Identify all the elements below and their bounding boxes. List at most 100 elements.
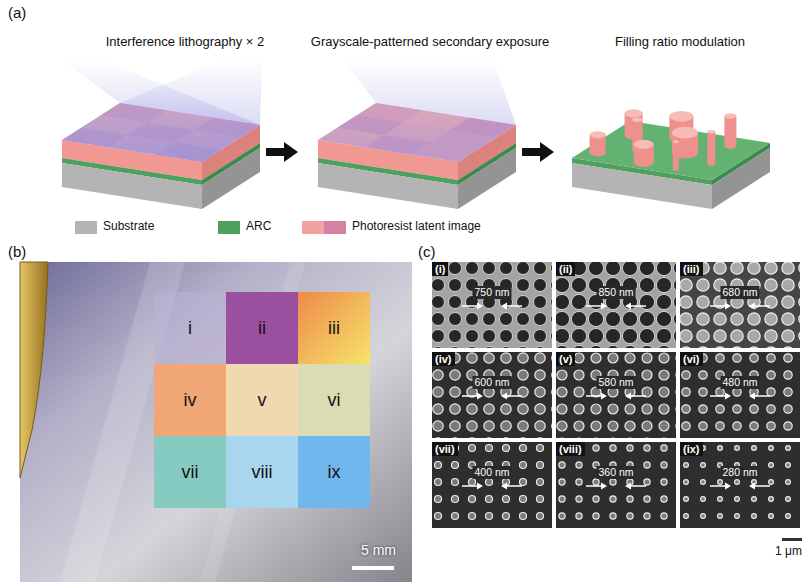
sem-pillar (701, 480, 706, 485)
sem-image (680, 262, 800, 348)
substrate-layer-side (458, 148, 516, 209)
sem-pillar (750, 422, 758, 430)
substrate-layer-side (202, 148, 260, 209)
sem-pillar (799, 330, 800, 342)
sem-pillar (661, 496, 667, 502)
sem-pillar (559, 479, 565, 485)
sem-pillar (786, 497, 791, 502)
sem-pillar (697, 313, 709, 325)
dimension-arrowhead (625, 303, 631, 310)
sem-panel: (i)750 nm (432, 262, 552, 348)
sem-pillar (786, 463, 791, 468)
sem-hole (673, 311, 676, 326)
sem-pillar (552, 438, 553, 439)
sem-pillar (520, 462, 527, 469)
sem-hole (656, 311, 671, 326)
sem-pillar (557, 404, 567, 414)
process-illustration (62, 60, 770, 209)
sem-pillar (752, 497, 757, 502)
sem-image (432, 352, 552, 438)
sem-pillar (574, 421, 584, 431)
sem-pillar (748, 262, 760, 274)
sem-pillar (642, 353, 652, 363)
sem-pillar (659, 387, 669, 397)
sem-pillar (716, 388, 724, 396)
sem-pillar (733, 354, 741, 362)
patch-label: vii (182, 462, 199, 483)
sem-hole (673, 262, 676, 276)
sem-pillar (767, 371, 775, 379)
sem-hole (622, 345, 637, 348)
sem-hole (449, 279, 462, 292)
sem-hole (500, 313, 513, 326)
sem-hole (551, 262, 553, 275)
sem-pillar (433, 370, 443, 380)
patch-label: iv (184, 390, 197, 411)
dimension-arrow (630, 395, 646, 397)
sem-pillar (608, 404, 618, 414)
legend-swatch (218, 221, 240, 234)
sem-hole (571, 311, 586, 326)
sem-pillar (537, 496, 544, 503)
sem-pillar (699, 388, 707, 396)
sem-hole (588, 311, 603, 326)
sem-pillar (535, 421, 545, 431)
sem-pillar (684, 480, 689, 485)
sem-pillar (450, 370, 460, 380)
sem-pillar (503, 513, 510, 520)
dimension-arrowhead (749, 393, 755, 400)
sem-pillar (557, 387, 567, 397)
sem-pillar (503, 445, 510, 452)
sem-hole (571, 277, 586, 292)
light-beam (62, 60, 262, 162)
sem-image (556, 442, 676, 528)
patch-label: ix (328, 462, 341, 483)
sem-hole (449, 347, 462, 349)
sem-hole (639, 345, 654, 348)
dimension-label: 750 nm (472, 286, 511, 299)
sem-hole (556, 328, 570, 343)
dimension-arrow (586, 485, 602, 487)
sem-pillar (680, 296, 692, 308)
dimension-arrowhead (601, 303, 607, 310)
sem-pillar (576, 513, 582, 519)
sem-hole (483, 313, 496, 326)
sem-hole (534, 347, 547, 349)
sem-pillar (680, 347, 692, 348)
color-patch: ii (226, 292, 298, 364)
sem-pillar (701, 497, 706, 502)
sem-pillar (452, 479, 459, 486)
sem-pillar (537, 513, 544, 520)
sem-pillar (767, 354, 775, 362)
patch-label: vi (328, 390, 341, 411)
sem-pillar (644, 496, 650, 502)
sem-pillar (535, 353, 545, 363)
sem-pillar (576, 496, 582, 502)
patch-label: viii (252, 462, 273, 483)
substrate-layer-front (62, 163, 202, 209)
scale-bar (352, 566, 394, 570)
sem-pillar (518, 404, 528, 414)
sem-pillar (591, 421, 601, 431)
sem-pillar (731, 313, 743, 325)
sem-hole (556, 311, 570, 326)
sem-pillar (593, 479, 599, 485)
patch-label: v (258, 390, 267, 411)
dimension-arrowhead (477, 483, 483, 490)
sem-hole (517, 330, 530, 343)
dimension-arrow (462, 485, 478, 487)
sem-pillar (765, 347, 777, 348)
sem-pillar (642, 370, 652, 380)
sem-panel: (iii)680 nm (680, 262, 800, 348)
color-patch: vii (154, 436, 226, 508)
dimension-label: 480 nm (720, 376, 759, 389)
panel-number: (ix) (680, 442, 703, 456)
sem-pillar (552, 387, 553, 397)
sem-pillar (559, 513, 565, 519)
sem-pillar (608, 353, 618, 363)
sem-pillar (799, 347, 800, 348)
sem-pillar (750, 354, 758, 362)
sem-hole (656, 277, 671, 292)
sem-pillar (799, 262, 800, 274)
